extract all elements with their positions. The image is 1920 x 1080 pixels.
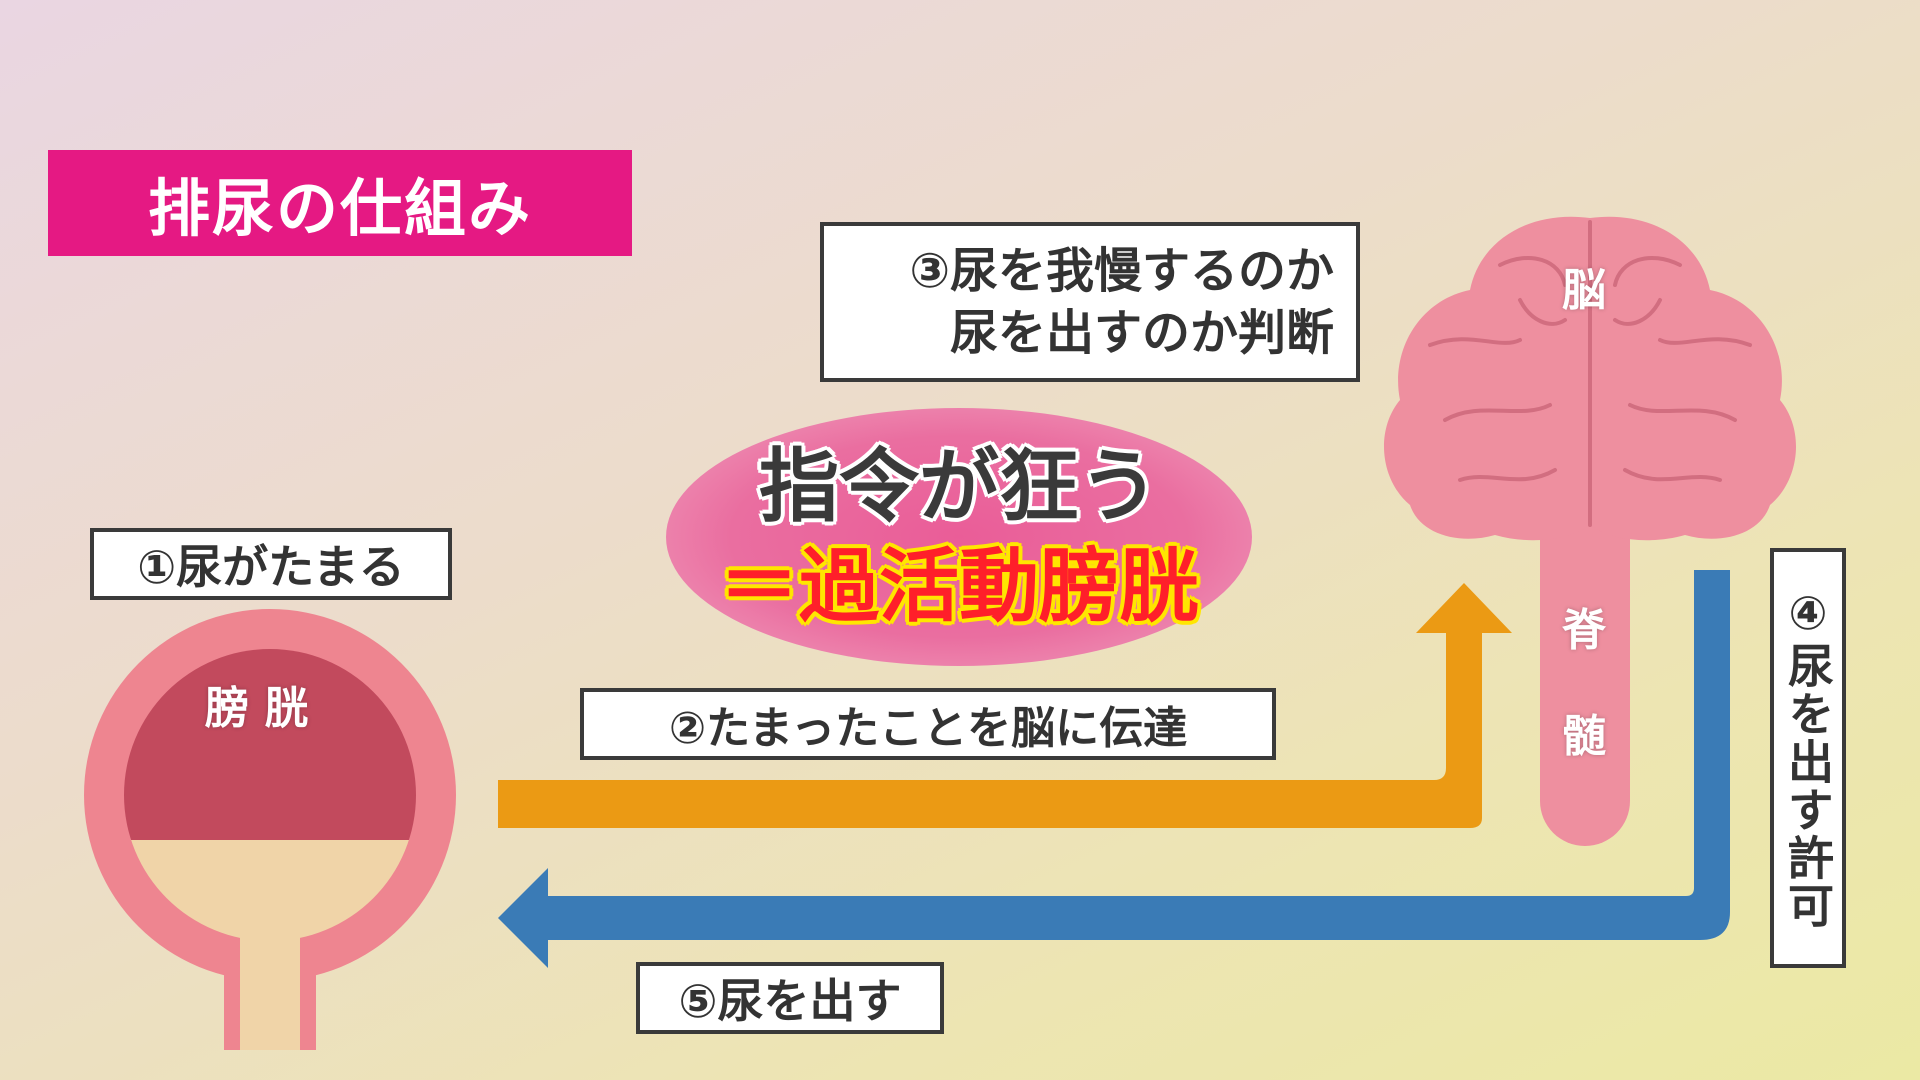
highlight-line2: ＝過活動膀胱 bbox=[719, 540, 1199, 633]
brain-label: 脳 bbox=[1562, 265, 1606, 316]
highlight-ellipse: 指令が狂う ＝過活動膀胱 bbox=[666, 408, 1252, 666]
orange-arrow bbox=[498, 583, 1512, 828]
step3-line1: ③尿を我慢するのか bbox=[909, 243, 1334, 299]
step1-box: ①尿がたまる bbox=[90, 528, 452, 600]
bladder-label: 膀 胱 bbox=[205, 683, 309, 734]
step3-line2: 尿を出すのか判断 bbox=[949, 305, 1334, 361]
brain-illustration bbox=[1383, 216, 1797, 541]
step2-box: ②たまったことを脳に伝達 bbox=[580, 688, 1276, 760]
page-title: 排尿の仕組み bbox=[48, 150, 632, 256]
blue-arrow bbox=[498, 570, 1730, 968]
step4-box: ④尿を出す許可 bbox=[1770, 548, 1846, 968]
highlight-line1: 指令が狂う bbox=[759, 440, 1159, 533]
spinal-cord bbox=[1540, 490, 1630, 846]
spine-label-2: 髄 bbox=[1562, 711, 1606, 762]
step5-box: ⑤尿を出す bbox=[636, 962, 944, 1034]
spine-label-1: 脊 bbox=[1562, 605, 1606, 656]
step3-box: ③尿を我慢するのか 尿を出すのか判断 bbox=[820, 222, 1360, 382]
bladder-illustration bbox=[84, 609, 456, 1050]
